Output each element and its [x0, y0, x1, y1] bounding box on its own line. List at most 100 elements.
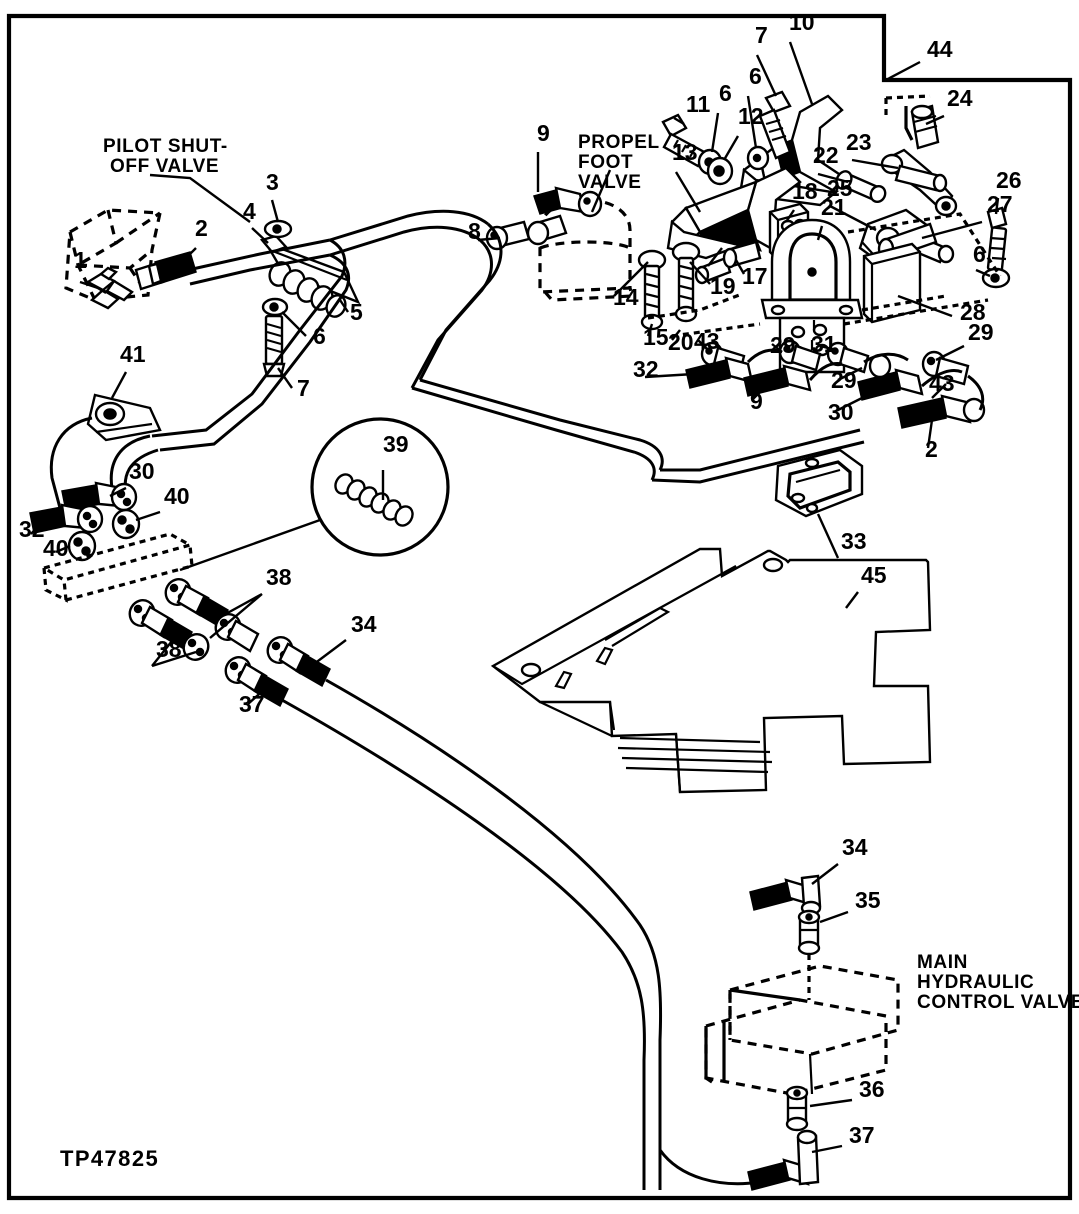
callout-number: 6 — [973, 241, 986, 267]
callout-number: 27 — [987, 191, 1013, 217]
part-34-hose-coupler — [266, 636, 331, 688]
callout-number: 2 — [195, 215, 208, 241]
propel-foot-valve-line3: VALVE — [578, 172, 642, 193]
callout-number: 6 — [313, 323, 326, 349]
pilot-shut-off-valve-line2: OFF VALVE — [110, 156, 219, 177]
callout-number: 13 — [672, 139, 698, 165]
callout-number: 19 — [710, 273, 736, 299]
propel-foot-valve-line2: FOOT — [578, 152, 633, 173]
part-38-coupler-c — [214, 613, 260, 653]
callout-number: 37 — [239, 691, 265, 717]
part-2-fitting-right — [897, 394, 986, 429]
callout-number: 38 — [266, 564, 292, 590]
callout-number: 38 — [156, 636, 182, 662]
part-7-bolt-upper — [758, 90, 792, 160]
main-valve-line1: MAIN — [917, 952, 968, 973]
part-37-hose-coupler — [224, 656, 289, 708]
callout-number: 2 — [925, 436, 938, 462]
callout-number: 14 — [613, 284, 639, 310]
callout-number: 36 — [859, 1076, 885, 1102]
main-valve-line3: CONTROL VALVE — [917, 992, 1079, 1013]
callout-number: 6 — [749, 63, 762, 89]
callout-number: 43 — [929, 370, 955, 396]
callout-number: 40 — [164, 483, 190, 509]
named-label-main-hydraulic-control-valve: MAIN HYDRAULIC CONTROL VALVE — [917, 952, 1079, 1013]
part-6-washer-right — [981, 267, 1011, 289]
callout-number: 1 — [74, 247, 87, 273]
part-36-fitting — [785, 1085, 809, 1132]
part-9-fitting-foot-valve — [526, 186, 603, 246]
callout-number: 22 — [813, 142, 839, 168]
callout-number: 45 — [861, 562, 887, 588]
part-9-fitting-lower — [743, 364, 812, 397]
callout-number: 3 — [266, 169, 279, 195]
part-15-bolt-lower — [640, 313, 664, 331]
callout-number: 15 — [643, 324, 669, 350]
callout-number: 43 — [694, 328, 720, 354]
leader-lines — [30, 41, 1000, 1154]
callout-number: 7 — [755, 22, 768, 48]
callout-number: 9 — [750, 388, 763, 414]
main-valve-line2: HYDRAULIC — [917, 972, 1034, 993]
main-hydraulic-control-valve-body — [704, 964, 900, 1096]
upper-hose-arcs — [329, 209, 865, 484]
callout-number: 11 — [686, 91, 711, 117]
callout-number: 5 — [350, 299, 363, 325]
part-11-bolt — [661, 113, 708, 168]
callout-number: 18 — [792, 178, 818, 204]
part-12-washer — [706, 156, 734, 186]
callout-number: 31 — [811, 331, 837, 357]
part-35-fitting — [797, 909, 821, 956]
part-37-elbow-bottom — [747, 1129, 820, 1191]
part-45-floor-plate — [490, 547, 932, 794]
callout-number: 21 — [821, 194, 847, 220]
ghost-dash-right — [843, 212, 1002, 326]
part-34-elbow-bottom — [749, 874, 822, 916]
callout-number: 6 — [719, 80, 732, 106]
callout-number: 9 — [537, 120, 550, 146]
callout-number: 24 — [947, 85, 973, 111]
callout-number: 8 — [468, 218, 481, 244]
hose-routing-left — [49, 238, 351, 511]
part-40-fitting-upper — [111, 508, 141, 540]
part-30-fitting-lower — [857, 353, 924, 401]
ghost-dash-left-foot — [647, 292, 761, 338]
part-28-block — [862, 242, 922, 324]
part-4-washers-chain — [268, 261, 347, 318]
callout-number: 41 — [120, 341, 146, 367]
callout-number: 32 — [19, 516, 45, 542]
callout-number: 44 — [927, 36, 953, 62]
callout-number: 33 — [841, 528, 867, 554]
part-24-bushing — [884, 94, 940, 150]
ghost-mounting-bar — [39, 532, 195, 603]
callout-number: 12 — [738, 103, 764, 129]
pilot-shut-off-valve-line1: PILOT SHUT- — [103, 136, 228, 157]
callout-number: 28 — [960, 299, 986, 325]
callout-number: 37 — [849, 1122, 875, 1148]
part-7-bolt-lower — [262, 314, 286, 378]
part-38-coupler-d — [182, 633, 210, 661]
part-3-nut — [263, 219, 293, 239]
part-31-fitting — [826, 341, 870, 374]
part-code-label: TP47825 — [60, 1146, 159, 1171]
part-14-bolt — [637, 249, 667, 320]
callout-number: 10 — [789, 9, 815, 35]
part-23-lever — [880, 148, 958, 217]
part-43-fitting-left — [685, 341, 754, 389]
callout-number: 20 — [668, 329, 694, 355]
part-29-fitting-a — [778, 339, 822, 372]
callout-number: 7 — [297, 375, 310, 401]
callout-number: 29 — [968, 319, 994, 345]
callout-number: 25 — [827, 175, 853, 201]
part-6-washer-b — [746, 145, 770, 171]
callout-number: 35 — [855, 887, 881, 913]
named-label-pilot-shut-off-valve: PILOT SHUT- OFF VALVE — [103, 136, 228, 177]
callout-number: 39 — [383, 431, 409, 457]
callout-number: 23 — [846, 129, 872, 155]
callout-number: 4 — [243, 198, 256, 224]
callout-number: 34 — [351, 611, 377, 637]
part-38-coupler-b — [128, 599, 193, 651]
callout-number: 34 — [842, 834, 868, 860]
